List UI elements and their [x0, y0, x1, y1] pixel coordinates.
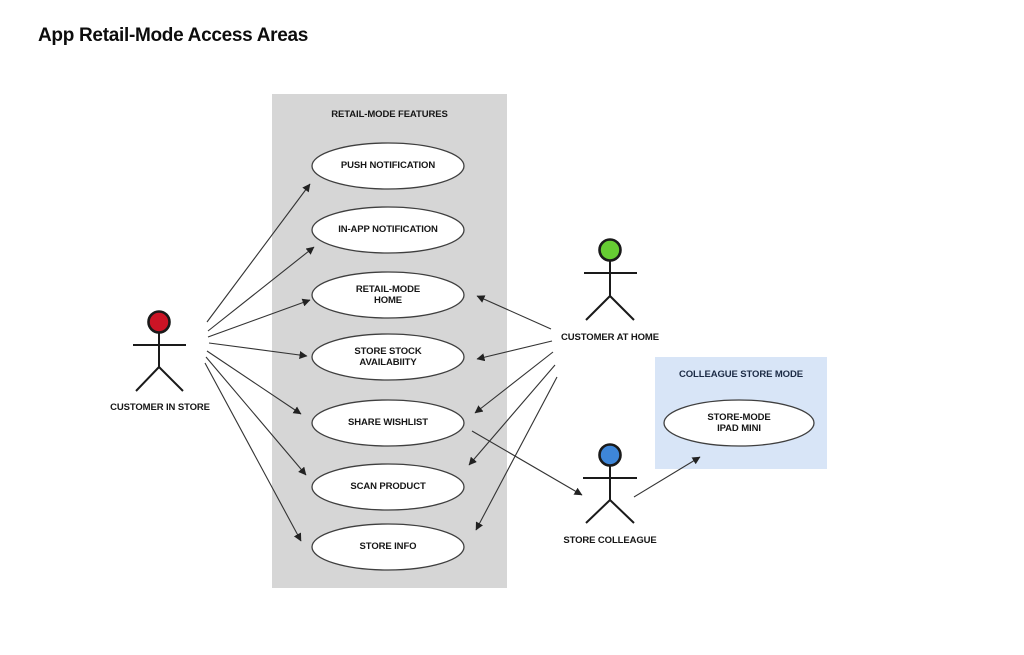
edge-instore-store-info [204, 362, 302, 542]
edge-home-store-stock [476, 340, 553, 362]
edge-home-retail-mode-home [476, 295, 552, 330]
edge-colleague-ipad-mini [633, 456, 701, 498]
usecase-oval-store-info [311, 523, 465, 571]
actor-store-colleague [583, 443, 637, 524]
edge-home-share-wishlist [474, 351, 554, 414]
actor-in-store-head [147, 310, 171, 334]
usecase-oval-inapp-notification [311, 206, 465, 254]
actor-colleague-head [598, 443, 622, 467]
actor-customer-at-home [584, 238, 637, 321]
usecase-label-store-mode-ipad-mini: STORE-MODE IPAD MINI [707, 411, 771, 434]
actor-at-home-head [598, 238, 622, 262]
edge-instore-scan-product [205, 356, 307, 476]
usecase-label-store-info: STORE INFO [359, 541, 417, 553]
usecase-label-store-stock-availability: STORE STOCK AVAILABIITY [354, 345, 422, 368]
usecase-label-inapp-notification: IN-APP NOTIFICATION [338, 224, 438, 236]
usecase-label-push-notification: PUSH NOTIFICATION [340, 160, 436, 172]
usecase-oval-share-wishlist [311, 399, 465, 447]
page-title: App Retail-Mode Access Areas [38, 25, 309, 46]
actor-label-customer-in-store: CUSTOMER IN STORE [110, 402, 210, 413]
edges-customer-at-home [468, 295, 558, 531]
usecase-oval-push-notification [311, 142, 465, 190]
edge-instore-push-notification [206, 183, 311, 323]
usecase-oval-store-mode-ipad-mini [663, 399, 815, 447]
usecase-ovals [311, 142, 815, 571]
edges-customer-in-store [204, 183, 315, 542]
edge-instore-share-wishlist [206, 350, 302, 415]
actor-label-customer-at-home: CUSTOMER AT HOME [561, 332, 659, 343]
usecase-oval-retail-mode-home [311, 271, 465, 319]
edge-home-scan-product [468, 364, 556, 466]
edge-instore-retail-mode-home [207, 298, 311, 338]
edge-instore-inapp-notification [207, 246, 315, 332]
edges-colleague [471, 430, 701, 498]
usecase-oval-store-stock-availability [311, 333, 465, 381]
retail-mode-box-title: RETAIL-MODE FEATURES [331, 109, 448, 120]
usecase-label-scan-product: SCAN PRODUCT [350, 481, 426, 493]
actor-label-store-colleague: STORE COLLEAGUE [563, 535, 657, 546]
colleague-box-title: COLLEAGUE STORE MODE [679, 369, 803, 380]
actor-customer-in-store [133, 310, 186, 392]
usecase-label-share-wishlist: SHARE WISHLIST [348, 417, 428, 429]
usecase-label-retail-mode-home: RETAIL-MODE HOME [355, 283, 421, 306]
edge-wishlist-store-colleague [471, 430, 583, 496]
edge-home-store-info [475, 376, 558, 531]
usecase-oval-scan-product [311, 463, 465, 511]
edge-instore-store-stock [208, 342, 308, 359]
